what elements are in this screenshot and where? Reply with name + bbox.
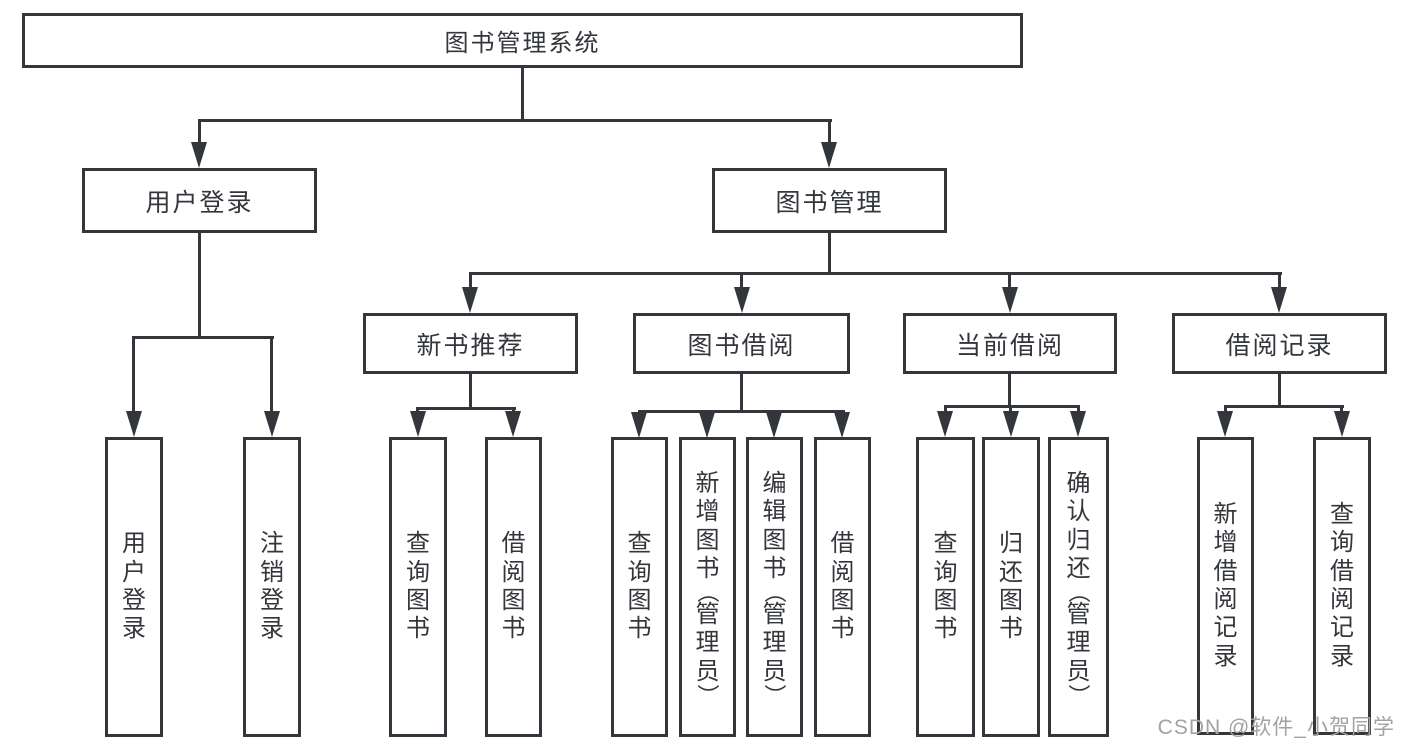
vertical-label: 借阅图书 xyxy=(830,530,855,643)
connector-branch-root xyxy=(198,119,832,122)
arrow-down-icon xyxy=(1070,411,1086,437)
arrow-down-icon xyxy=(631,412,647,438)
node-label: 图书借阅 xyxy=(687,331,796,360)
leaf-edit-book-admin: 编辑图书（管理员） xyxy=(746,437,803,737)
arrow-down-icon xyxy=(462,287,478,313)
vertical-label: 确认归还（管理员） xyxy=(1066,469,1092,707)
connector-branch-new-book xyxy=(416,407,516,410)
connector-stem-borrowing xyxy=(740,372,743,413)
arrow-down-icon xyxy=(699,412,715,438)
leaf-query-books-borrowing: 查询图书 xyxy=(611,437,668,737)
node-new-book-recommend: 新书推荐 xyxy=(363,313,578,374)
arrow-down-icon xyxy=(937,411,953,437)
leaf-logout: 注销登录 xyxy=(243,437,301,737)
connector-arm xyxy=(1077,405,1080,415)
node-label: 当前借阅 xyxy=(955,331,1064,360)
node-label: 用户登录 xyxy=(145,188,254,217)
arrow-down-icon xyxy=(1003,411,1019,437)
vertical-label: 编辑图书（管理员） xyxy=(762,469,788,707)
vertical-label: 查询图书 xyxy=(627,530,652,643)
node-label: 新书推荐 xyxy=(416,331,525,360)
vertical-label: 归还图书 xyxy=(999,530,1023,643)
arrow-down-icon xyxy=(821,142,837,168)
vertical-label: 新增图书（管理员） xyxy=(695,469,721,707)
leaf-query-books-recommend: 查询图书 xyxy=(389,437,447,737)
connector-arm xyxy=(198,119,201,147)
arrow-down-icon xyxy=(734,287,750,313)
leaf-add-book-admin: 新增图书（管理员） xyxy=(679,437,736,737)
leaf-query-borrow-record: 查询借阅记录 xyxy=(1313,437,1371,735)
vertical-label: 查询借阅记录 xyxy=(1330,501,1354,670)
connector-stem-user-login xyxy=(198,231,201,339)
vertical-label: 查询图书 xyxy=(933,530,958,643)
node-borrow-records: 借阅记录 xyxy=(1172,313,1387,374)
connector-branch-borrowing xyxy=(638,410,845,413)
connector-branch-current xyxy=(944,405,1080,408)
connector-arm xyxy=(270,336,273,414)
connector-stem-new-book xyxy=(469,372,472,410)
leaf-query-books-current: 查询图书 xyxy=(916,437,975,737)
leaf-confirm-return-admin: 确认归还（管理员） xyxy=(1048,437,1109,737)
arrow-down-icon xyxy=(834,412,850,438)
connector-arm xyxy=(1278,272,1281,290)
arrow-down-icon xyxy=(766,412,782,438)
leaf-return-book: 归还图书 xyxy=(982,437,1040,737)
leaf-borrow-books-recommend: 借阅图书 xyxy=(485,437,542,737)
arrow-down-icon xyxy=(1334,411,1350,437)
leaf-user-login: 用户登录 xyxy=(105,437,163,737)
node-label: 借阅记录 xyxy=(1225,331,1334,360)
connector-stem-book-management xyxy=(828,231,831,275)
node-label: 图书管理 xyxy=(775,188,884,217)
node-book-management: 图书管理 xyxy=(712,168,947,233)
connector-arm xyxy=(469,272,472,290)
arrow-down-icon xyxy=(1217,411,1233,437)
vertical-label: 注销登录 xyxy=(260,530,284,643)
node-library-system: 图书管理系统 xyxy=(22,13,1023,68)
connector-branch-user-login xyxy=(132,336,274,339)
csdn-watermark: CSDN @软件_小贺同学 xyxy=(1157,716,1395,739)
connector-branch-records xyxy=(1224,405,1344,408)
connector-arm xyxy=(1224,405,1227,415)
arrow-down-icon xyxy=(410,411,426,437)
arrow-down-icon xyxy=(1002,287,1018,313)
node-current-borrowing: 当前借阅 xyxy=(903,313,1117,374)
arrow-down-icon xyxy=(126,411,142,437)
connector-arm xyxy=(132,336,135,414)
connector-arm xyxy=(944,405,947,415)
vertical-label: 用户登录 xyxy=(122,530,146,643)
vertical-label: 新增借阅记录 xyxy=(1213,501,1238,670)
connector-stem-records xyxy=(1278,372,1281,408)
connector-arm xyxy=(1340,405,1343,415)
connector-arm xyxy=(828,119,831,147)
leaf-add-borrow-record: 新增借阅记录 xyxy=(1197,437,1254,735)
arrow-down-icon xyxy=(191,142,207,168)
node-label: 图书管理系统 xyxy=(444,30,601,57)
connector-stem-current xyxy=(1008,372,1011,408)
arrow-down-icon xyxy=(1271,287,1287,313)
node-book-borrowing: 图书借阅 xyxy=(633,313,850,374)
connector-arm xyxy=(1009,405,1012,415)
node-user-login: 用户登录 xyxy=(82,168,317,233)
leaf-borrow-books-borrowing: 借阅图书 xyxy=(814,437,871,737)
arrow-down-icon xyxy=(264,411,280,437)
connector-arm xyxy=(1008,272,1011,290)
connector-stem-root xyxy=(521,66,524,122)
vertical-label: 查询图书 xyxy=(406,530,430,643)
vertical-label: 借阅图书 xyxy=(501,530,526,643)
connector-branch-book-management xyxy=(469,272,1282,275)
connector-arm xyxy=(740,272,743,290)
arrow-down-icon xyxy=(505,411,521,437)
